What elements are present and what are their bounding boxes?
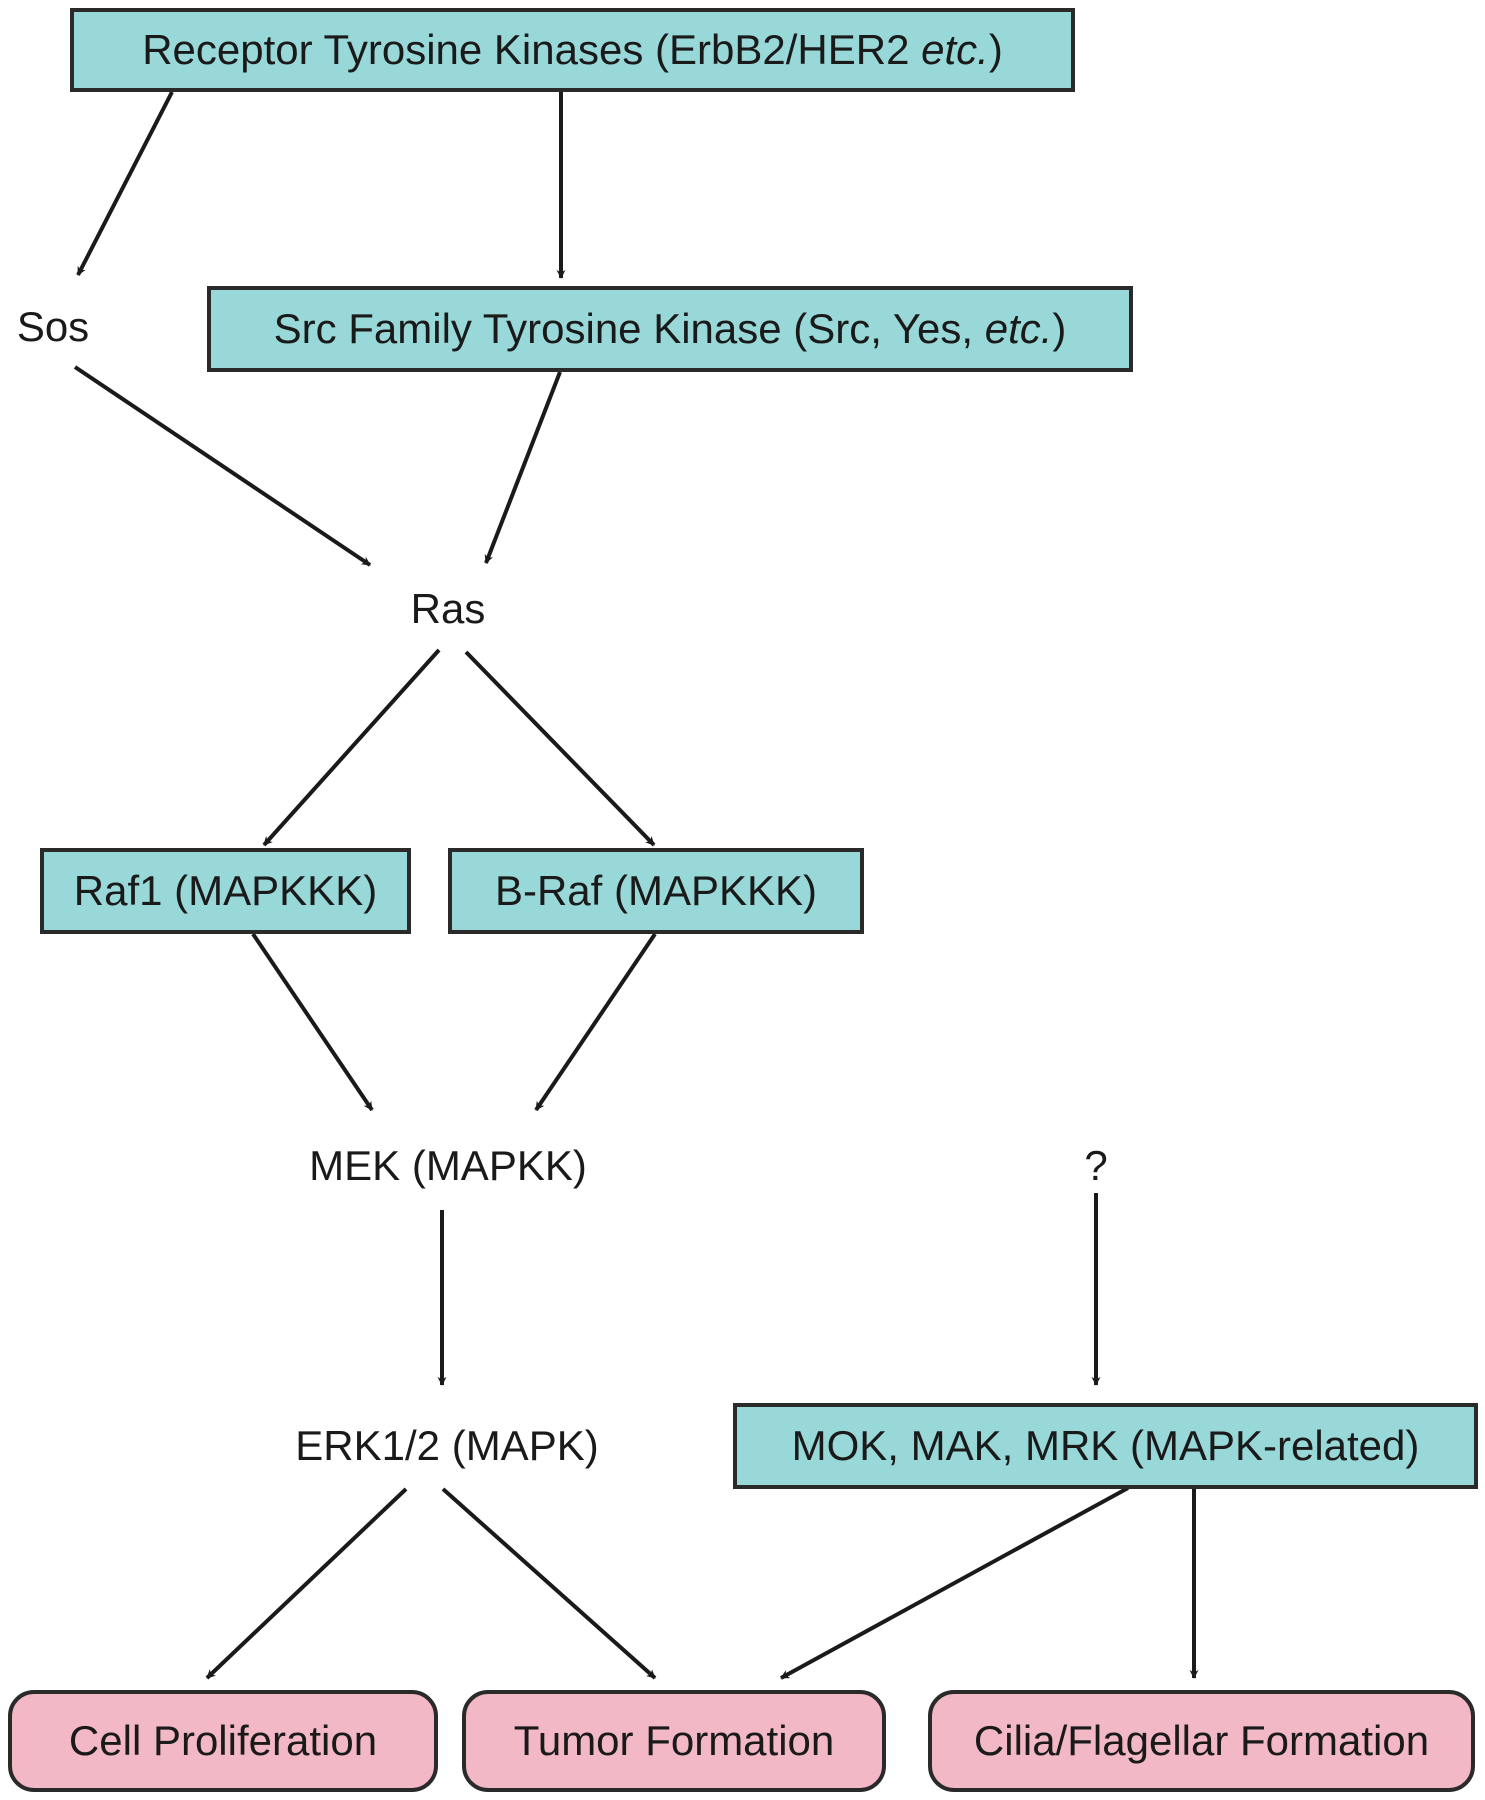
src-label-italic: etc. xyxy=(984,305,1053,352)
arrow-ras-to-braf xyxy=(464,650,656,847)
arrow-mok-to-tumor-formation xyxy=(780,1486,1129,1680)
rtk-label-italic: etc. xyxy=(921,26,989,73)
src-family-kinase-box: Src Family Tyrosine Kinase (Src, Yes, et… xyxy=(207,286,1133,372)
receptor-tyrosine-kinases-box: Receptor Tyrosine Kinases (ErbB2/HER2 et… xyxy=(70,8,1075,92)
arrow-raf1-to-mek xyxy=(251,932,374,1112)
ras-label: Ras xyxy=(410,585,486,632)
src-label-prefix: Src Family Tyrosine Kinase (Src, Yes, xyxy=(273,305,985,352)
cilia-flagellar-formation-box: Cilia/Flagellar Formation xyxy=(928,1690,1475,1792)
rtk-label-prefix: Receptor Tyrosine Kinases (ErbB2/HER2 xyxy=(142,26,922,73)
arrow-braf-to-mek xyxy=(534,932,657,1112)
braf-label: B-Raf (MAPKKK) xyxy=(494,867,818,914)
arrow-sos-to-ras xyxy=(73,365,372,567)
mek-label: MEK (MAPKK) xyxy=(309,1142,587,1189)
cell-proliferation-box: Cell Proliferation xyxy=(8,1690,438,1792)
rtk-label-suffix: ) xyxy=(988,26,1003,73)
arrow-rtk-to-sos xyxy=(76,91,174,276)
cilia-flagellar-formation-label: Cilia/Flagellar Formation xyxy=(973,1717,1430,1764)
arrow-erk-to-tumor-formation xyxy=(441,1487,657,1680)
tumor-formation-box: Tumor Formation xyxy=(462,1690,886,1792)
cell-proliferation-label: Cell Proliferation xyxy=(68,1717,378,1764)
receptor-tyrosine-kinases-label: Receptor Tyrosine Kinases (ErbB2/HER2 et… xyxy=(142,26,1003,74)
tumor-formation-label: Tumor Formation xyxy=(513,1717,835,1764)
mok-mak-mrk-label: MOK, MAK, MRK (MAPK-related) xyxy=(791,1422,1420,1469)
mok-mak-mrk-box: MOK, MAK, MRK (MAPK-related) xyxy=(733,1403,1478,1489)
sos-label: Sos xyxy=(16,303,90,350)
erk-label: ERK1/2 (MAPK) xyxy=(295,1422,599,1469)
raf1-box: Raf1 (MAPKKK) xyxy=(40,848,411,934)
arrow-src-to-ras xyxy=(484,371,562,564)
raf1-label: Raf1 (MAPKKK) xyxy=(73,867,378,914)
src-label-suffix: ) xyxy=(1052,305,1067,352)
arrow-ras-to-raf1 xyxy=(262,648,441,847)
arrow-erk-to-cell-proliferation xyxy=(205,1487,408,1680)
unknown-upstream-label: ? xyxy=(1084,1142,1108,1189)
src-family-kinase-label: Src Family Tyrosine Kinase (Src, Yes, et… xyxy=(274,305,1067,353)
braf-box: B-Raf (MAPKKK) xyxy=(448,848,864,934)
